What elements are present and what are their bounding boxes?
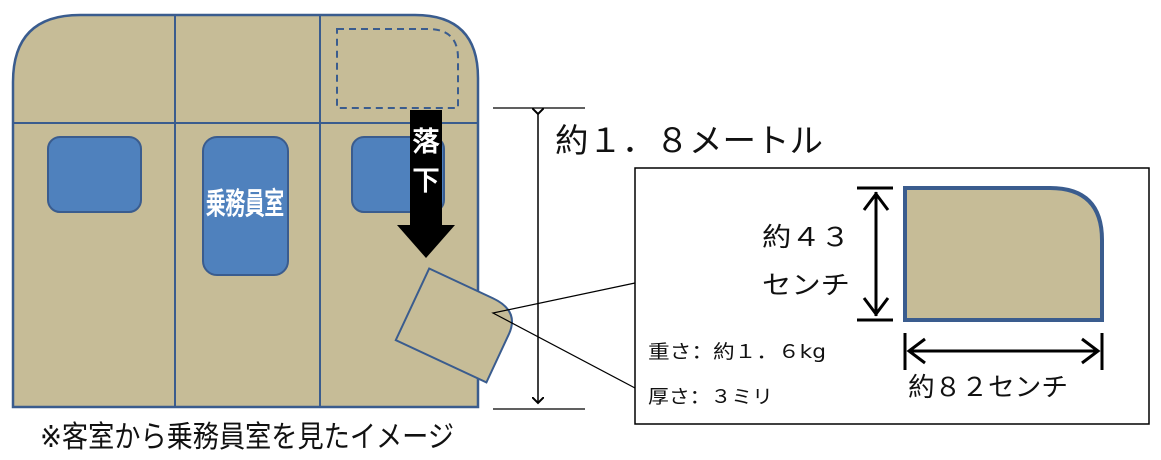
plate-height-label-line1: 約４３ — [762, 223, 850, 253]
drop-arrow-head — [397, 225, 455, 258]
callout-pointer — [491, 282, 636, 389]
plate-height-arrowhead-top — [862, 191, 890, 211]
drop-label-line2: 下 — [413, 166, 440, 197]
original-plate-outline — [336, 28, 459, 109]
window-crew-room — [202, 136, 289, 276]
caption: ※客室から乗務員室を見たイメージ — [40, 420, 454, 455]
plate-height-arrowhead-bottom — [862, 297, 890, 317]
plate-height-label-line2: センチ — [762, 271, 850, 301]
weight-label: 重さ：約１．６kg — [648, 341, 826, 363]
thickness-label: 厚さ：３ミリ — [648, 386, 773, 408]
plate-width-label: 約８２センチ — [908, 373, 1068, 403]
height-label: 約１．８メートル — [555, 121, 823, 160]
plate-width-arrowhead-right — [1081, 337, 1101, 365]
plate-width-arrowhead-left — [906, 337, 926, 365]
drop-label-line1: 落 — [413, 127, 441, 158]
crew-room-label: 乗務員室 — [206, 187, 284, 222]
plate-detail — [903, 186, 1104, 322]
drop-arrow-shaft — [410, 110, 442, 225]
fallen-plate — [394, 267, 513, 384]
window-left — [47, 136, 142, 213]
